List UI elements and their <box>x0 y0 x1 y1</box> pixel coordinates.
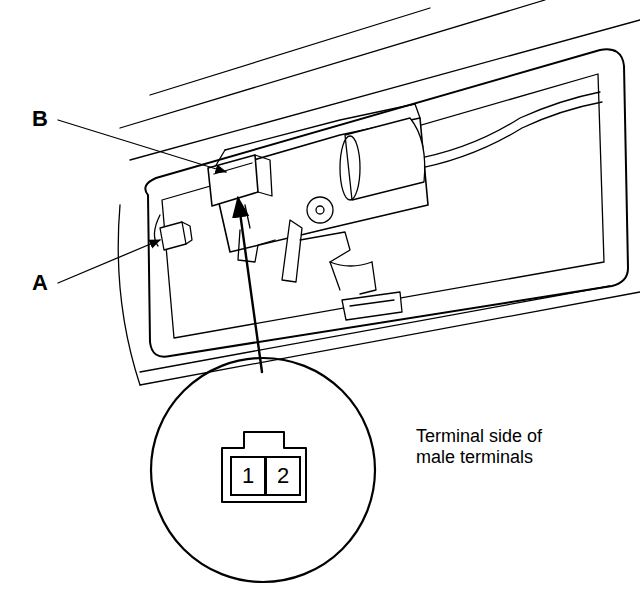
callout-letter: B <box>32 106 48 131</box>
callout-letter: A <box>32 270 48 295</box>
terminal-number: 1 <box>242 463 254 489</box>
terminal-number: 2 <box>277 463 289 489</box>
terminal-cavity: 1 <box>230 456 266 496</box>
view-note: Terminal side of male terminals <box>416 426 566 467</box>
terminal-cavity: 2 <box>265 456 301 496</box>
